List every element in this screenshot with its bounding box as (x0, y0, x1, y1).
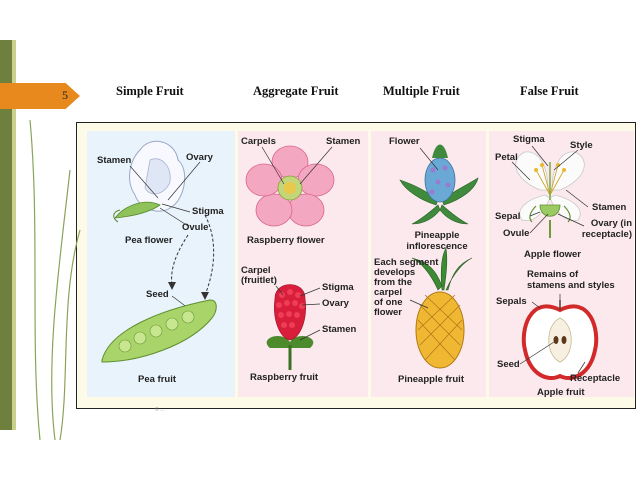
label-segment-line6: flower (374, 307, 402, 318)
heading-aggregate-fruit: Aggregate Fruit (253, 84, 339, 98)
label-raspberry-stamen: Stamen (326, 136, 361, 147)
label-pea-flower: Pea flower (125, 235, 173, 246)
label-apple-petal: Petal (495, 152, 518, 163)
raspberry-fruit-illustration (266, 284, 314, 370)
left-decorative-strip-light (12, 40, 16, 430)
label-raspberry-flower: Raspberry flower (247, 235, 325, 246)
label-pea-ovule: Ovule (182, 222, 209, 233)
label-pineapple-line2: inflorescence (406, 241, 468, 252)
pineapple-flower-leader (419, 147, 439, 171)
apple-flower-illustration (515, 151, 585, 238)
label-pineapple-fruit: Pineapple fruit (398, 374, 464, 385)
pea-pod-illustration (101, 299, 217, 363)
label-apple-flower: Apple flower (524, 249, 582, 260)
page-number-tab (0, 83, 80, 109)
label-apple-ovary-1: Ovary (in (590, 218, 632, 229)
raspberry-flower-leaders (261, 146, 333, 185)
apple-flower-leaders (511, 145, 589, 234)
left-decorative-strip (0, 40, 12, 430)
label-raspberry-fruitlet: (fruitlet) (241, 275, 277, 286)
label-apple-style: Style (570, 140, 593, 151)
label-raspberry-carpels: Carpels (241, 136, 276, 147)
heading-multiple-fruit: Multiple Fruit (383, 84, 460, 98)
label-raspberry-stamen-2: Stamen (322, 324, 357, 335)
label-segment-line4: carpel (374, 287, 402, 298)
label-pea-stigma: Stigma (192, 206, 224, 217)
label-segment-line3: from the (374, 277, 412, 288)
label-raspberry-ovary: Ovary (322, 298, 349, 309)
label-pineapple-line1: Pineapple (414, 230, 460, 241)
label-apple-stamen: Stamen (592, 202, 627, 213)
raspberry-flower-illustration (245, 145, 335, 227)
label-raspberry-stigma: Stigma (322, 282, 354, 293)
heading-false-fruit: False Fruit (520, 84, 579, 98)
footer-credit: © ... (155, 407, 165, 413)
label-apple-sepal: Sepal (495, 211, 521, 222)
label-remains-1: Remains of (527, 269, 579, 280)
pea-arrowhead-1 (168, 282, 176, 290)
decorative-grass-lines (29, 119, 81, 441)
page-number: 5 (62, 88, 68, 102)
pea-arrowhead-2 (201, 292, 209, 300)
label-pea-ovary: Ovary (186, 152, 213, 163)
label-apple-sepals: Sepals (496, 296, 527, 307)
label-apple-seed: Seed (497, 359, 520, 370)
label-pea-stamen: Stamen (97, 155, 132, 166)
pineapple-segment-leader (409, 299, 429, 309)
label-apple-ovule: Ovule (503, 228, 530, 239)
label-apple-receptacle: Receptacle (570, 373, 621, 384)
label-pineapple-flower: Flower (389, 136, 420, 147)
pineapple-fruit-illustration (411, 247, 473, 369)
label-remains-2: stamens and styles (527, 280, 615, 291)
label-apple-stigma: Stigma (513, 134, 545, 145)
pineapple-inflorescence-illustration (399, 144, 479, 225)
apple-fruit-illustration (521, 300, 599, 380)
label-segment-line2: develops (374, 267, 416, 278)
label-apple-ovary-2: receptacle) (581, 229, 632, 240)
label-segment-line1: Each segment (374, 257, 439, 268)
pea-flower-illustration (113, 140, 186, 223)
label-pea-fruit: Pea fruit (138, 374, 177, 385)
heading-simple-fruit: Simple Fruit (116, 84, 184, 98)
label-pea-seed: Seed (146, 289, 169, 300)
label-raspberry-carpel: Carpel (241, 265, 271, 276)
label-segment-line5: of one (374, 297, 403, 308)
raspberry-fruit-leaders (275, 285, 321, 341)
apple-fruit-leaders (519, 294, 586, 374)
label-apple-fruit: Apple fruit (537, 387, 585, 398)
label-raspberry-fruit: Raspberry fruit (250, 372, 319, 383)
